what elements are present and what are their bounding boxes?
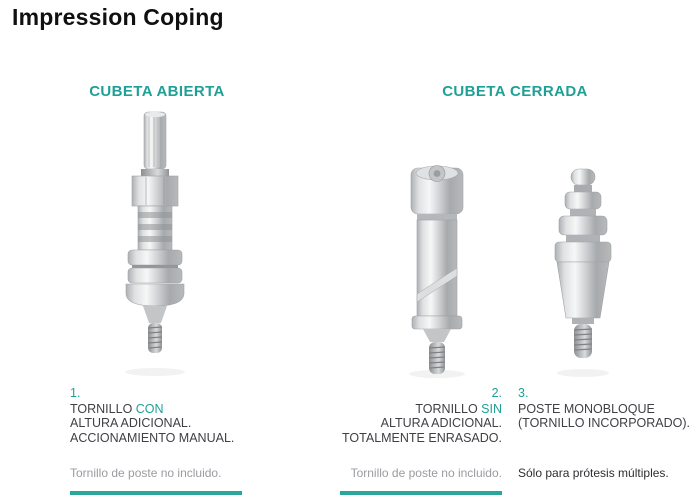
item-1-number: 1. — [70, 386, 81, 400]
item-3-number: 3. — [518, 386, 529, 400]
item-1-line-3: ACCIONAMIENTO MANUAL. — [70, 430, 235, 445]
item-1-line-2: ALTURA ADICIONAL. — [70, 416, 192, 430]
item-3-note: Sólo para prótesis múltiples. — [518, 466, 669, 480]
item-1-note: Tornillo de poste no incluido. — [70, 466, 222, 480]
item-3-line-2: (TORNILLO INCORPORADO). — [518, 416, 691, 430]
item-2-accent-underline — [340, 491, 502, 495]
item-1-highlight: CON — [135, 401, 164, 416]
item-1-accent-underline — [70, 491, 242, 495]
item-2-note: Tornillo de poste no incluido. — [350, 466, 502, 480]
item-3-description: 3. POSTE MONOBLOQUE (TORNILLO INCORPORAD… — [518, 386, 696, 431]
item-2-highlight: SIN — [481, 401, 502, 416]
monobloc-post-image — [538, 167, 628, 384]
section-header-closed-tray: CUBETA CERRADA — [442, 83, 588, 100]
closed-tray-coping-image — [387, 162, 487, 385]
page-title: Impression Coping — [12, 4, 224, 30]
open-tray-coping-image — [110, 110, 200, 385]
item-2-line-3: TOTALMENTE ENRASADO. — [342, 430, 502, 445]
item-2-description: 2. TORNILLO SIN ALTURA ADICIONAL. TOTALM… — [322, 386, 502, 445]
item-1-line-1: TORNILLO CON — [70, 401, 164, 416]
item-1-description: 1. TORNILLO CON ALTURA ADICIONAL. ACCION… — [70, 386, 252, 445]
item-3-line-1: POSTE MONOBLOQUE — [518, 401, 655, 416]
item-2-line-1: TORNILLO SIN — [415, 401, 502, 416]
item-2-line-2: ALTURA ADICIONAL. — [380, 416, 502, 430]
section-header-open-tray: CUBETA ABIERTA — [89, 83, 225, 100]
item-2-number: 2. — [491, 386, 502, 400]
